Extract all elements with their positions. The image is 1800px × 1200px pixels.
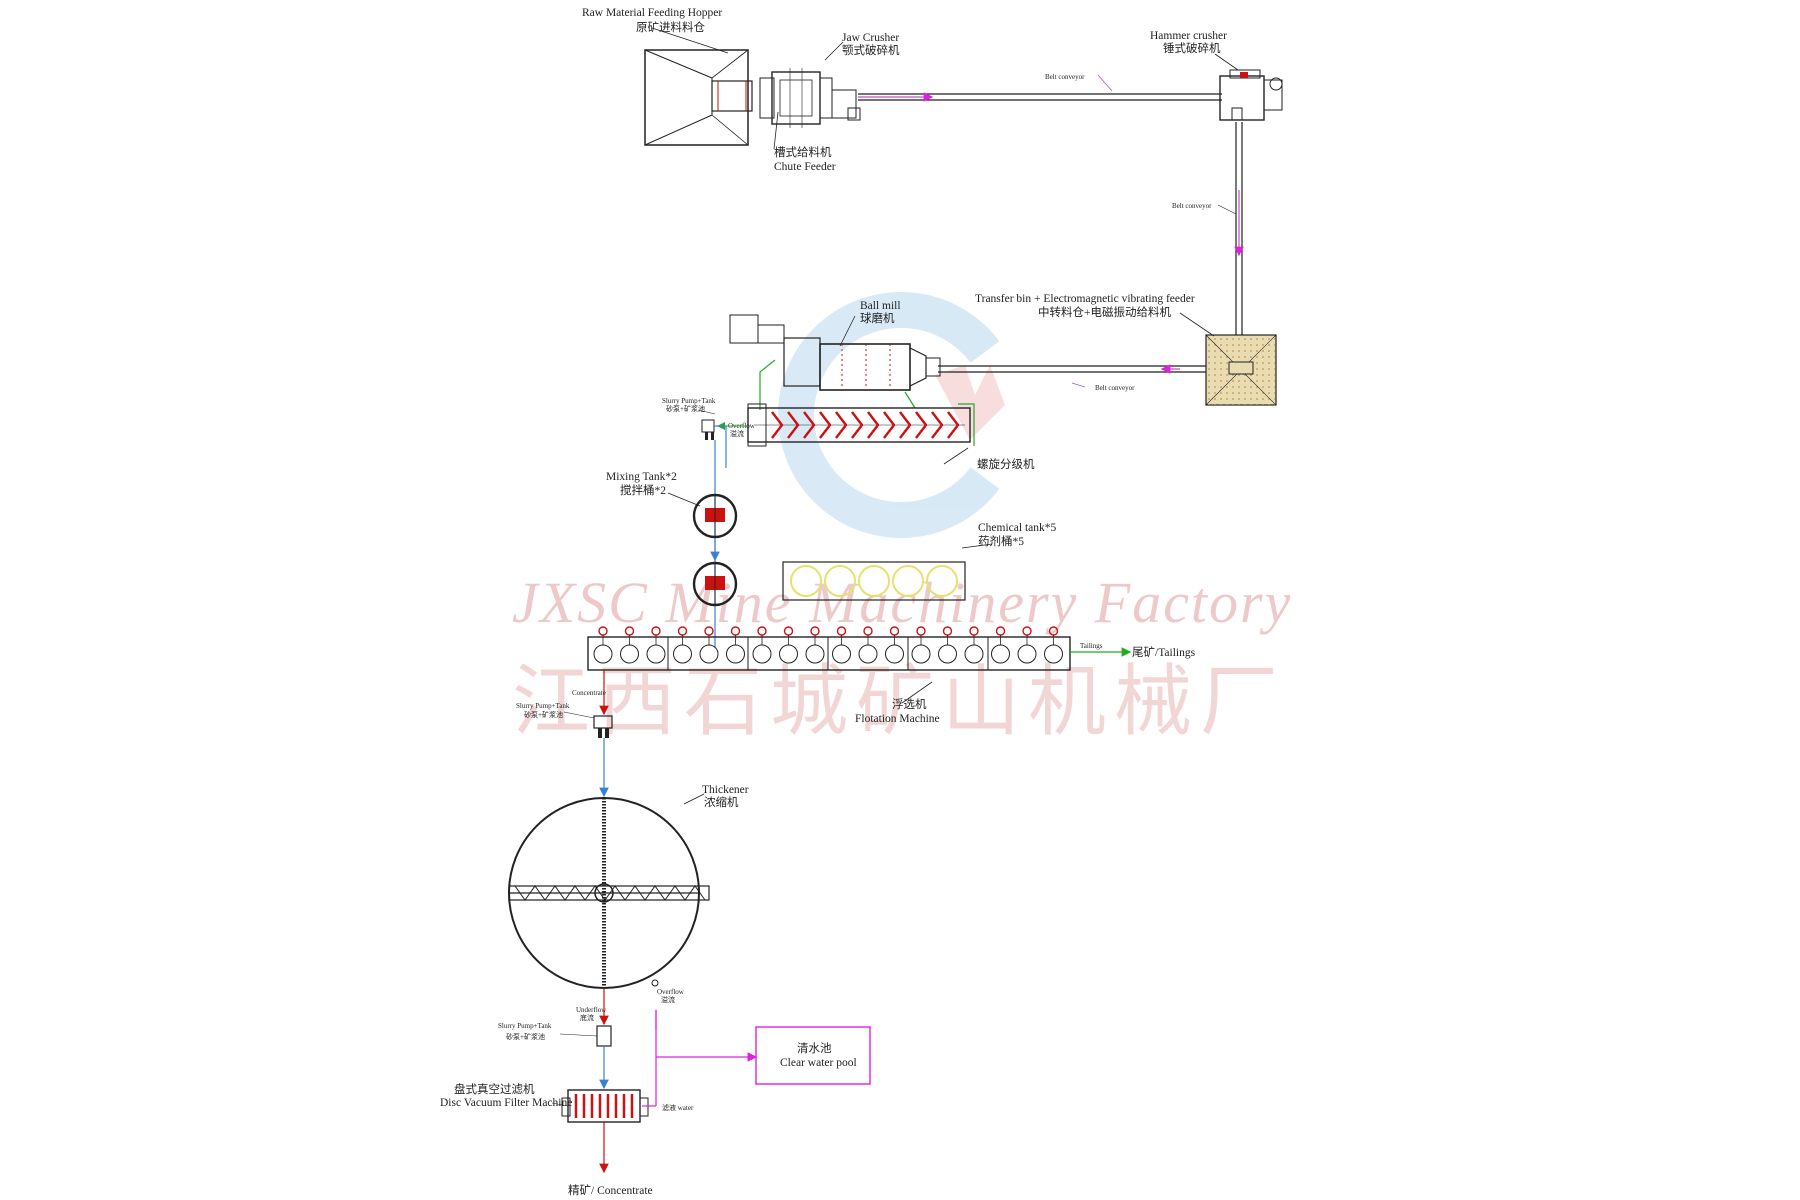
flotation-machine [587,626,1071,671]
company-logo [778,292,1005,538]
ballmill-label-cn: 球磨机 [860,311,895,325]
mixing-tank-1 [692,493,738,539]
chemical-tank [824,565,856,597]
concentrate-small-label: Concentrate [572,689,606,697]
chute-feeder [711,80,753,112]
chem-label-cn: 药剂桶*5 [978,534,1024,548]
pump2-label-en: Slurry Pump+Tank [516,702,570,710]
thickener-label-cn: 浓缩机 [704,795,739,809]
spiral-blade [867,411,880,439]
spiral-classifier [747,403,975,447]
feeding-hopper [644,49,749,146]
clear-water-pool [755,1026,871,1085]
flotation-label-cn: 浮选机 [892,697,927,711]
watermark-english: JXSC Mine Machinery Factory [512,570,1292,635]
jaw-label-en: Jaw Crusher [842,32,899,44]
spiral-blade [899,411,912,439]
spiral-blade [851,411,864,439]
mixing-label-en: Mixing Tank*2 [606,471,677,483]
jaw-crusher [759,68,861,128]
slurry-pump-2 [593,715,613,738]
chem-label-en: Chemical tank*5 [978,522,1056,534]
chute-label-en: Chute Feeder [774,161,836,173]
filter-label-en: Disc Vacuum Filter Machine [440,1097,572,1109]
hopper-label-cn: 原矿进料料仓 [636,20,705,34]
hammer-label-cn: 锤式破碎机 [1163,41,1221,55]
spiral-blade [787,411,800,439]
ball-mill [729,314,941,410]
disc-vacuum-filter [561,1089,649,1123]
watermark-chinese: 江西石城矿山机械厂 [512,657,1286,747]
chemical-tank [790,565,822,597]
chute-label-cn: 槽式给料机 [774,145,832,159]
spiral-blade [819,411,832,439]
spiral-blade [835,411,848,439]
belt1-label: Belt conveyor [1045,73,1085,81]
slurry-pump-3 [596,1025,612,1047]
mixing-label-cn: 搅拌桶*2 [620,483,666,497]
spiral-blade [803,411,816,439]
hammer-crusher [1219,69,1283,121]
spiral-blade [947,411,960,439]
jaw-label-cn: 颚式破碎机 [842,43,900,57]
overflow2-label-en: Overflow [657,988,685,996]
belt-conveyor-1 [858,92,1222,102]
pump1-label-en: Slurry Pump+Tank [662,397,716,405]
chemical-tank [926,565,958,597]
belt-conveyor-3 [938,364,1206,374]
tailings-label: 尾矿/Tailings [1132,646,1196,659]
overflow1-label-cn: 溢流 [730,429,744,438]
underflow-label-en: Underflow [576,1006,607,1014]
pump2-label-cn: 砂泵+矿浆池 [524,710,563,719]
belt2-label: Belt conveyor [1172,202,1212,210]
ballmill-label-en: Ball mill [860,300,901,312]
tailings-small-label: Tailings [1080,642,1103,650]
spiral-blade [883,411,896,439]
transfer-bin [1205,334,1277,406]
hopper-label-en: Raw Material Feeding Hopper [582,7,722,19]
filtrate-label: 滤液 water [662,1103,694,1112]
spiral-blade [771,411,784,439]
belt3-label: Belt conveyor [1095,384,1135,392]
flotation-label-en: Flotation Machine [855,713,940,725]
spiral-blade [915,411,928,439]
mixing-tank-2 [692,561,738,607]
spiral-label-cn: 螺旋分级机 [977,457,1035,471]
thickener [508,797,710,989]
chemical-tank [892,565,924,597]
spiral-blade [931,411,944,439]
chemical-tanks [782,561,966,601]
overflow2-label-cn: 溢流 [661,995,675,1004]
hammer-label-en: Hammer crusher [1150,30,1227,42]
transfer-label-en: Transfer bin + Electromagnetic vibrating… [975,293,1195,305]
slurry-pump-1 [701,419,715,440]
pump3-label-en: Slurry Pump+Tank [498,1022,552,1030]
belt-conveyor-2 [1234,122,1244,335]
pool-label-en: Clear water pool [780,1057,857,1069]
pump3-label-cn: 砂泵+矿浆池 [506,1032,545,1041]
chemical-tank [858,565,890,597]
concentrate-label: 精矿/ Concentrate [568,1184,653,1197]
thickener-label-en: Thickener [702,784,749,796]
filter-label-cn: 盘式真空过滤机 [454,1082,535,1096]
pool-label-cn: 清水池 [797,1042,832,1055]
pump1-label-cn: 砂泵+矿浆池 [666,404,705,413]
transfer-label-cn: 中转料仓+电磁振动给料机 [1038,305,1171,319]
underflow-label-cn: 底流 [580,1013,594,1022]
